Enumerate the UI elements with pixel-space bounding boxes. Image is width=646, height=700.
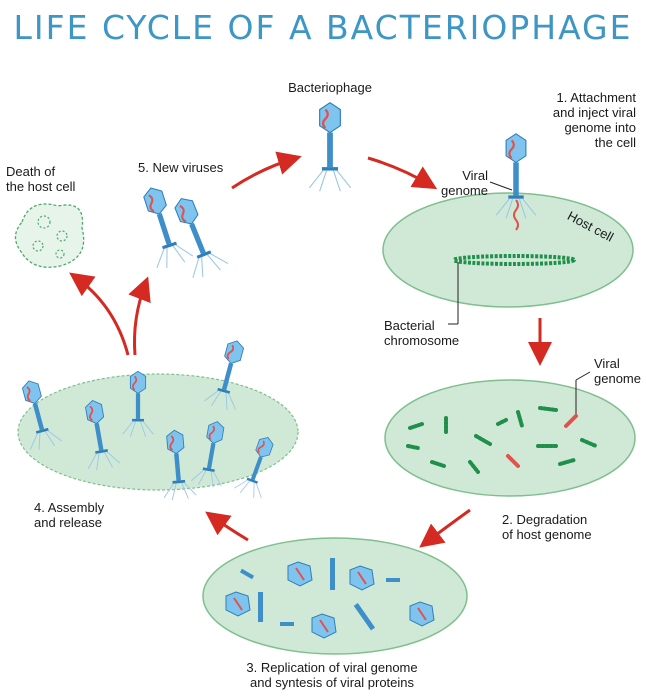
bacterial-chromosome-line-2: chromosome [384,333,460,348]
arrow-4-to-death [69,272,130,356]
host-cell-stage-1 [382,132,634,325]
new-viruses-illustration [131,181,231,282]
page-title: LIFE CYCLE OF A BACTERIOPHAGE [13,8,633,47]
arrow-phage-to-1 [367,156,438,190]
death-line-1: Death of [6,164,56,179]
step-3-line-1: 3. Replication of viral genome [246,660,418,675]
step-4-line-2: and release [34,515,102,530]
arrow-5-to-phage [231,151,302,190]
bacteriophage-label: Bacteriophage [288,80,372,95]
arrow-2-to-3 [419,508,471,548]
viral-genome-label-2: Viral genome [594,356,644,386]
step-1-line-3: genome into [564,120,636,135]
host-cell-stage-4 [12,335,299,502]
death-label: Death of the host cell [6,164,96,194]
step-1-line-1: 1. Attachment [556,90,637,105]
arrow-3-to-4 [205,511,249,542]
step-1-label: 1. Attachment and inject viral genome in… [490,90,636,150]
viral-genome-label-2-line-2: genome [594,371,641,386]
step-4-line-1: 4. Assembly [34,500,105,515]
bacterial-chromosome-label: Bacterial chromosome [384,318,474,348]
viral-genome-label-2-line-1: Viral [594,356,620,371]
step-3-label: 3. Replication of viral genome and synte… [222,660,442,690]
dead-host-cell-illustration [14,203,85,268]
step-1-line-2: and inject viral [552,105,636,120]
viral-genome-label-1: Viral genome [428,168,488,198]
step-1-line-4: the cell [594,135,636,150]
viral-genome-label-1-line-1: Viral [462,168,488,183]
step-4-label: 4. Assembly and release [34,500,144,530]
host-cell-stage-3 [202,537,468,655]
cycle-arrows [69,151,552,548]
step-2-line-2: of host genome [502,527,592,542]
viral-genome-label-1-line-2: genome [441,183,488,198]
bacterial-chromosome-line-1: Bacterial [384,318,435,333]
host-cell-stage-2 [384,371,636,497]
step-5-label: 5. New viruses [138,160,224,175]
step-2-line-1: 2. Degradation [502,512,588,527]
arrow-4-to-5 [128,276,151,356]
step-2-label: 2. Degradation of host genome [502,512,622,542]
step-3-line-2: and syntesis of viral proteins [249,675,415,690]
bacteriophage-illustration [308,101,352,193]
death-line-2: the host cell [6,179,76,194]
